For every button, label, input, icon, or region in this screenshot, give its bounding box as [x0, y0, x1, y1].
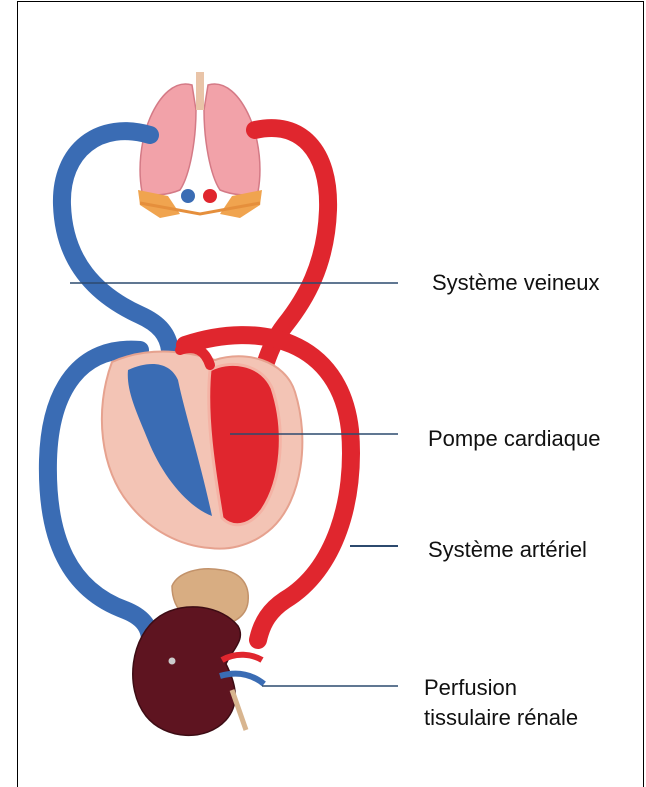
- label-venous-system: Système veineux: [432, 268, 600, 298]
- label-cardiac-pump: Pompe cardiaque: [428, 424, 600, 454]
- pulmonary-loop: [62, 128, 328, 362]
- lungs-illustration: [138, 72, 262, 218]
- label-renal-perfusion-line2: tissulaire rénale: [424, 703, 578, 733]
- label-renal-perfusion-line1: Perfusion: [424, 673, 578, 703]
- label-renal-perfusion: Perfusion tissulaire rénale: [424, 673, 578, 733]
- label-arterial-system: Système artériel: [428, 535, 587, 565]
- kidney-illustration: [133, 569, 264, 736]
- heart-illustration: [102, 348, 302, 548]
